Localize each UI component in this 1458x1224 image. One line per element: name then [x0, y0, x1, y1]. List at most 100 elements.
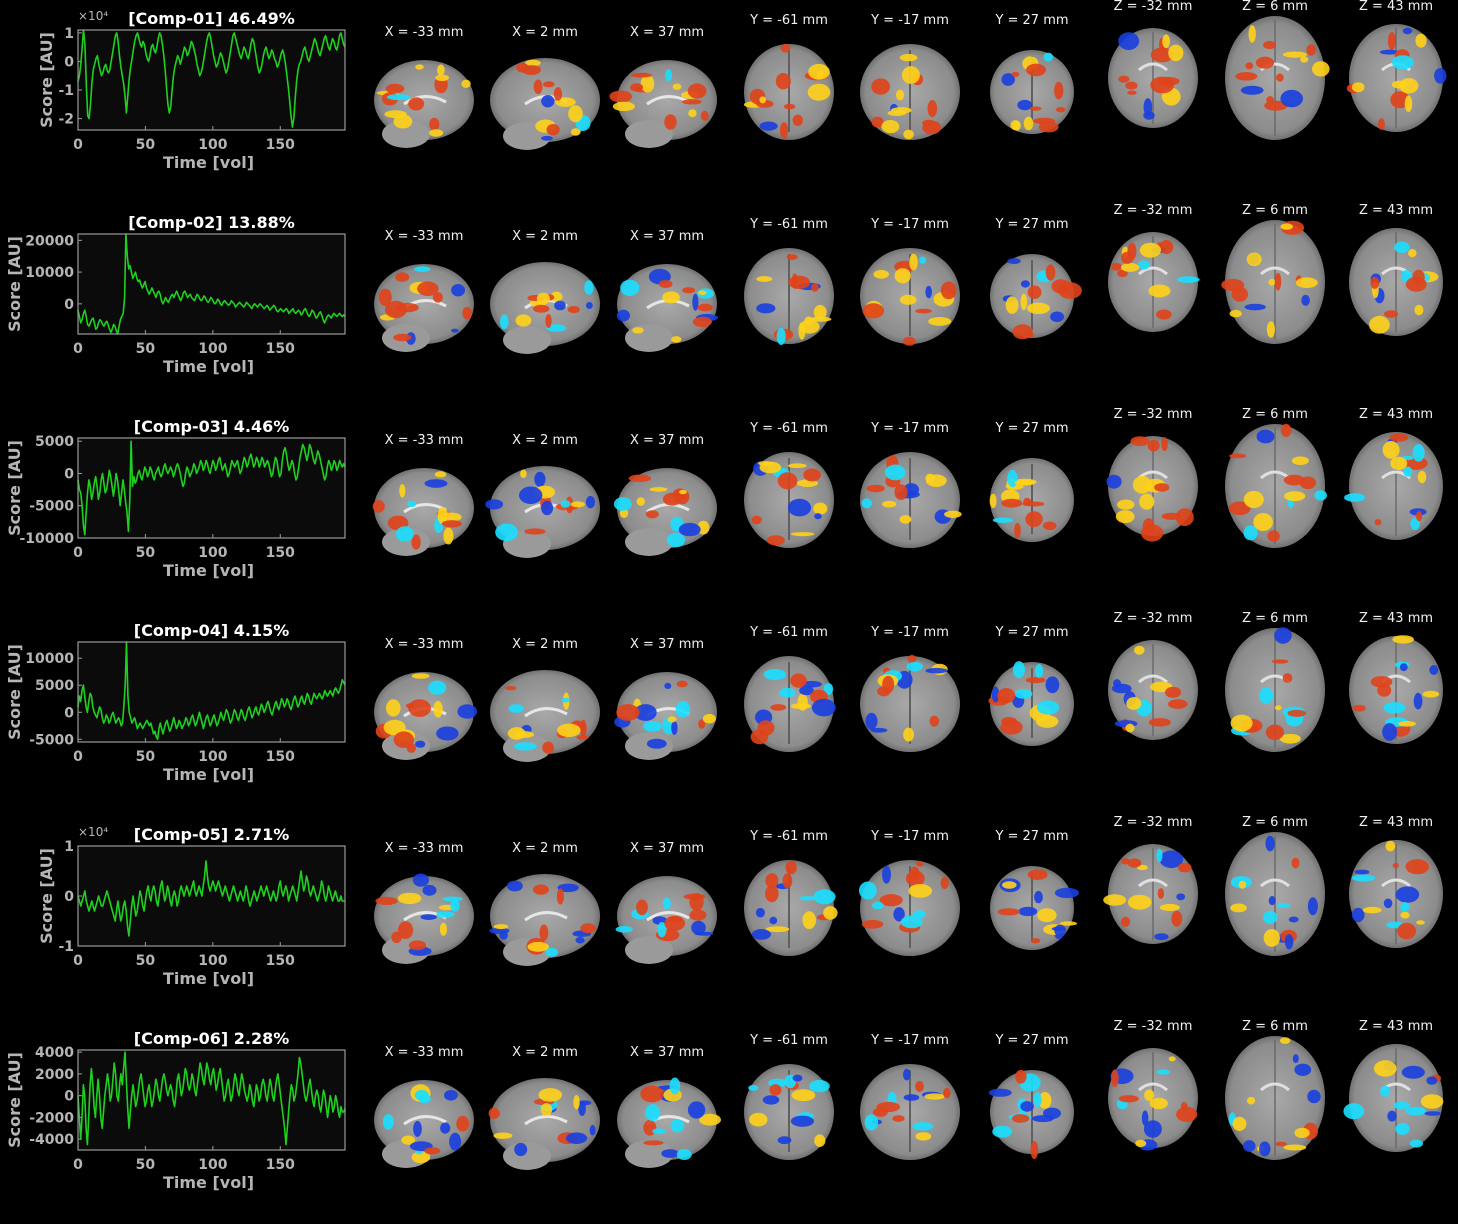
activation-blob — [628, 474, 652, 483]
brain-slice — [1225, 627, 1325, 752]
activation-blob — [748, 1084, 759, 1091]
activation-blob — [1416, 920, 1425, 925]
activation-blob — [462, 306, 473, 320]
activation-blob — [864, 1114, 879, 1131]
brain-slice — [374, 672, 477, 760]
activation-blob — [630, 83, 644, 92]
activation-blob — [1351, 874, 1376, 882]
activation-blob — [1268, 896, 1276, 906]
activation-blob — [1043, 52, 1054, 62]
activation-blob — [532, 884, 549, 895]
activation-blob — [640, 74, 655, 93]
activation-blob — [1294, 1063, 1312, 1076]
activation-blob — [916, 861, 924, 867]
activation-blob — [1013, 120, 1021, 131]
activation-blob — [1144, 1089, 1155, 1101]
x-tick-label: 100 — [198, 953, 227, 969]
activation-blob — [1043, 1107, 1061, 1119]
brain-slice — [374, 264, 474, 352]
activation-blob — [925, 473, 935, 483]
brain-slice — [744, 860, 838, 956]
activation-blob — [541, 95, 555, 108]
activation-blob — [1279, 733, 1301, 744]
activation-blob — [415, 740, 426, 748]
slice-label: Y = 27 mm — [995, 217, 1069, 232]
activation-blob — [992, 517, 1014, 523]
activation-blob — [765, 873, 779, 888]
x-tick-label: 100 — [198, 341, 227, 357]
activation-blob — [1245, 62, 1254, 70]
activation-blob — [1344, 493, 1366, 502]
activation-blob — [643, 720, 662, 732]
x-tick-label: 0 — [73, 749, 83, 765]
cerebellum — [625, 324, 673, 352]
activation-blob — [940, 876, 949, 889]
activation-blob — [1263, 910, 1278, 924]
activation-blob — [1294, 1127, 1310, 1138]
activation-blob — [903, 1094, 920, 1101]
activation-blob — [925, 667, 948, 674]
slice-label: Z = 6 mm — [1242, 815, 1308, 830]
activation-blob — [792, 114, 803, 127]
activation-blob — [1282, 51, 1307, 58]
activation-blob — [671, 720, 678, 735]
slice-label: X = 37 mm — [629, 25, 705, 40]
activation-blob — [1422, 690, 1440, 698]
activation-blob — [929, 715, 940, 727]
activation-blob — [903, 1068, 911, 1081]
activation-blob — [759, 461, 782, 474]
activation-blob — [1377, 118, 1385, 130]
white-matter — [1138, 266, 1168, 276]
activation-blob — [386, 94, 411, 101]
axes-frame — [77, 437, 346, 539]
chart-title: [Comp-03] 4.46% — [134, 417, 289, 436]
activation-blob — [1369, 315, 1390, 334]
slice-label: Y = -17 mm — [871, 829, 949, 844]
activation-blob — [488, 1107, 500, 1119]
brain-slice — [485, 466, 600, 558]
activation-blob — [1134, 645, 1145, 655]
activation-blob — [546, 324, 567, 332]
activation-blob — [896, 89, 905, 101]
activation-blob — [1301, 294, 1310, 306]
activation-blob — [420, 914, 437, 920]
activation-blob — [662, 897, 671, 910]
activation-blob — [791, 1089, 816, 1102]
activation-blob — [1246, 252, 1262, 267]
slice-label: Z = 6 mm — [1242, 611, 1308, 626]
activation-blob — [1036, 715, 1059, 728]
activation-blob — [915, 1132, 932, 1141]
brain-slice — [490, 262, 600, 354]
activation-blob — [542, 741, 554, 754]
series-line — [77, 29, 346, 128]
activation-blob — [692, 293, 699, 311]
activation-blob — [1400, 902, 1410, 912]
activation-blob — [776, 327, 786, 345]
activation-blob — [437, 64, 445, 76]
activation-blob — [785, 860, 797, 875]
brain-slice — [372, 468, 474, 556]
cerebellum — [503, 1142, 551, 1170]
activation-blob — [665, 69, 673, 82]
activation-blob — [397, 892, 422, 905]
series-line — [77, 860, 345, 937]
activation-blob — [520, 469, 527, 479]
white-matter — [403, 95, 447, 106]
activation-blob — [507, 880, 523, 892]
activation-blob — [699, 1113, 721, 1126]
activation-blob — [777, 1136, 792, 1145]
activation-blob — [395, 272, 410, 282]
activation-blob — [657, 922, 667, 938]
slice-label: Z = 43 mm — [1358, 203, 1434, 218]
activation-blob — [1020, 1101, 1034, 1112]
activation-blob — [1295, 277, 1318, 288]
activation-blob — [570, 501, 585, 508]
activation-blob — [1054, 887, 1079, 899]
activation-blob — [1243, 490, 1264, 509]
brain-slice — [860, 44, 960, 140]
activation-blob — [1118, 32, 1140, 50]
activation-blob — [1253, 513, 1273, 531]
